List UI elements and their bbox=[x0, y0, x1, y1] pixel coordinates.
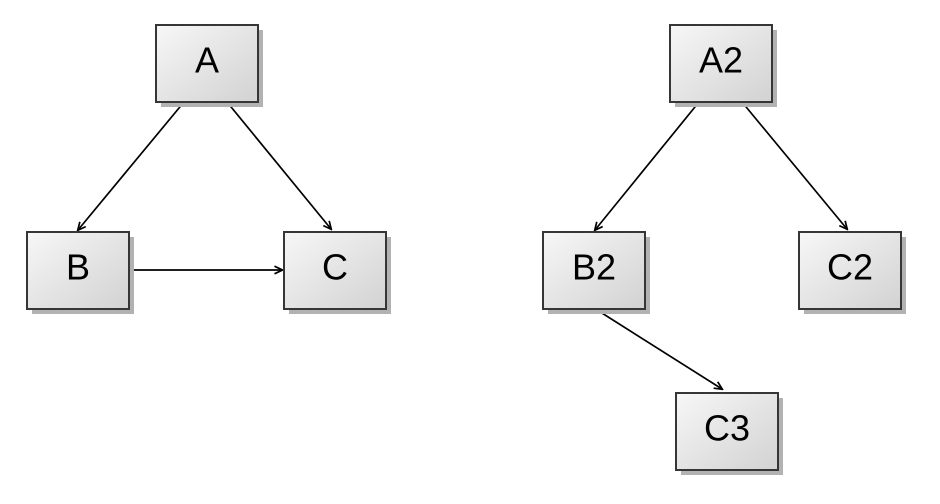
edge-A2-C2 bbox=[741, 101, 847, 229]
node-A2: A2 bbox=[669, 24, 777, 107]
edge-A2-B2 bbox=[595, 101, 700, 230]
node-box-B bbox=[26, 231, 130, 310]
node-C3: C3 bbox=[675, 392, 783, 475]
node-B: B bbox=[26, 231, 134, 314]
node-B2: B2 bbox=[542, 231, 650, 314]
node-box-A bbox=[155, 24, 259, 103]
node-label-B2: B2 bbox=[572, 247, 616, 288]
edge-A-C bbox=[226, 101, 331, 229]
left-graph-nodes: A B C bbox=[26, 24, 391, 314]
node-C: C bbox=[283, 231, 391, 314]
node-label-C3: C3 bbox=[704, 408, 750, 449]
node-C2: C2 bbox=[798, 231, 906, 314]
edge-A-B bbox=[78, 101, 185, 230]
node-box-C bbox=[283, 231, 387, 310]
node-label-C2: C2 bbox=[827, 247, 873, 288]
node-label-A2: A2 bbox=[699, 40, 743, 81]
edges-layer bbox=[78, 101, 847, 389]
node-label-A: A bbox=[195, 40, 219, 81]
node-box-B2 bbox=[542, 231, 646, 310]
right-graph-edges bbox=[593, 101, 847, 389]
edge-B2-C3 bbox=[593, 307, 722, 389]
node-A: A bbox=[155, 24, 263, 107]
node-box-A2 bbox=[669, 24, 773, 103]
node-label-B: B bbox=[66, 247, 90, 288]
node-box-C3 bbox=[675, 392, 779, 471]
left-graph-edges bbox=[78, 101, 331, 270]
node-box-C2 bbox=[798, 231, 902, 310]
node-label-C: C bbox=[322, 247, 348, 288]
